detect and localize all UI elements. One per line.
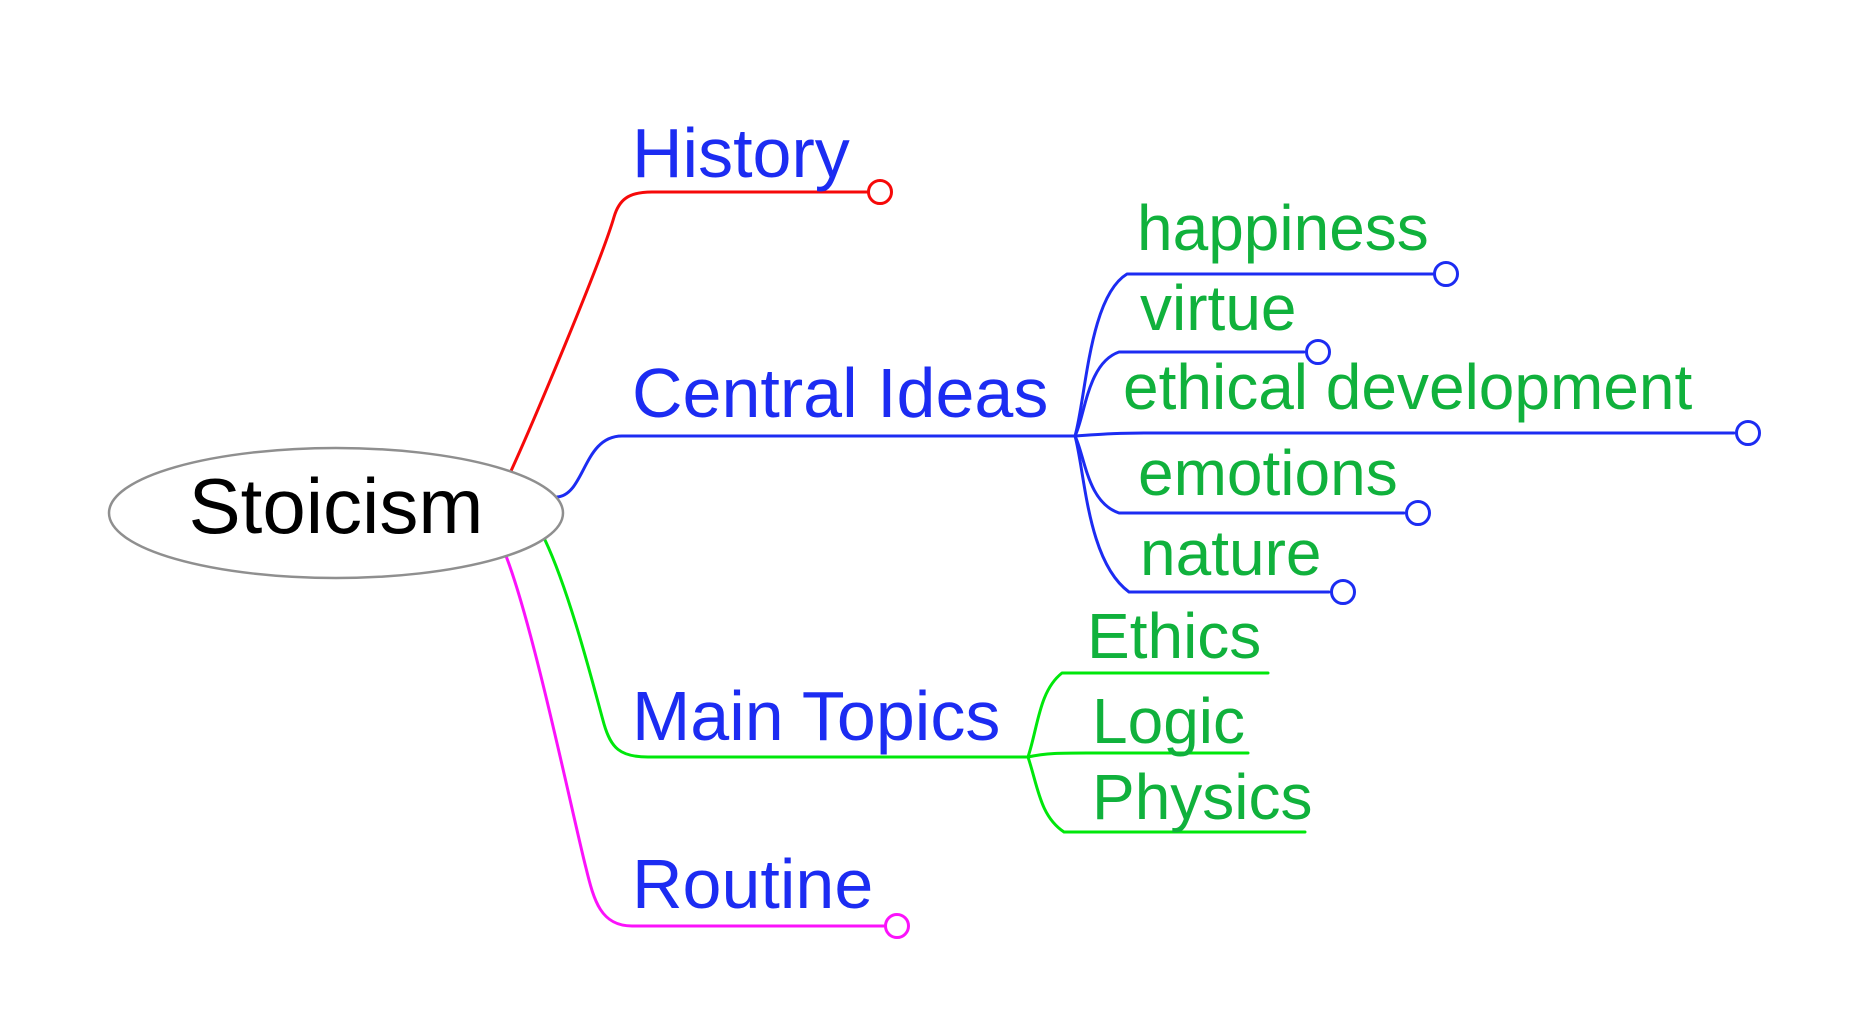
child-label-physics[interactable]: Physics [1092,761,1313,833]
child-label-emotions[interactable]: emotions [1138,437,1398,509]
child-line-happiness [1073,272,1435,438]
branch-label-main-topics[interactable]: Main Topics [632,677,1000,755]
branch-label-routine[interactable]: Routine [632,845,873,923]
branch-label-central-ideas[interactable]: Central Ideas [632,354,1048,432]
endpoint-circle-emotions[interactable] [1405,500,1431,526]
branch-line-main-topics [543,538,1030,759]
child-label-nature[interactable]: nature [1140,517,1321,589]
root-node-label[interactable]: Stoicism [189,462,484,550]
child-label-virtue[interactable]: virtue [1140,272,1297,344]
branch-line-central-ideas [555,434,1077,499]
endpoint-circle-ethical-development[interactable] [1735,420,1761,446]
child-label-ethics[interactable]: Ethics [1087,600,1261,672]
child-line-physics [1026,755,1307,834]
root-node-ellipse[interactable] [107,446,565,580]
endpoint-circle-nature[interactable] [1330,579,1356,605]
endpoint-circle-virtue[interactable] [1305,339,1331,365]
child-line-virtue [1073,350,1306,438]
branch-label-history[interactable]: History [632,114,850,192]
child-label-ethical-development[interactable]: ethical development [1123,351,1692,423]
child-line-nature [1073,434,1331,594]
child-line-ethics [1026,671,1270,759]
child-line-logic [1026,751,1250,759]
child-line-ethical-development [1073,431,1736,438]
branch-line-history [509,190,870,473]
endpoint-circle-history[interactable] [867,179,893,205]
branch-line-routine [504,554,886,928]
child-label-happiness[interactable]: happiness [1137,192,1429,264]
endpoint-circle-routine[interactable] [884,913,910,939]
child-label-logic[interactable]: Logic [1092,685,1245,757]
endpoint-circle-happiness[interactable] [1433,261,1459,287]
